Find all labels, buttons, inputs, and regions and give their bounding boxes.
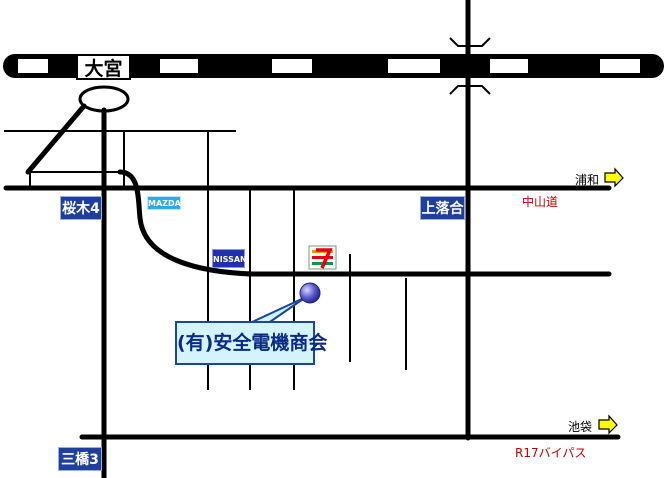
ikebukuro-arrow-icon [598,414,618,435]
seven-eleven-logo [308,245,337,270]
railway-line [3,54,664,78]
station-oval [78,85,130,113]
shop-name-label: (有)安全電機商会 [175,321,327,365]
intersection-sign-mihashi: 三橋3 [58,447,102,471]
main-roads [3,0,621,478]
landmark-nissan: NISSAN [212,249,247,268]
station-sign-omiya: 大宮 [76,54,131,80]
landmark-mazda: MAZDA [147,196,181,210]
intersection-sign-sakuragi: 桜木4 [60,196,102,220]
road-label-r17-bypass: R17バイパス [515,446,587,460]
urawa-arrow-icon [604,167,624,188]
road-label-nakasendo: 中山道 [522,195,559,209]
direction-label-ikebukuro: 池袋 [568,420,593,434]
intersection-sign-kamiochiai: 上落合 [420,196,465,220]
shop-location-marker [299,282,321,304]
direction-label-urawa: 浦和 [575,173,600,187]
